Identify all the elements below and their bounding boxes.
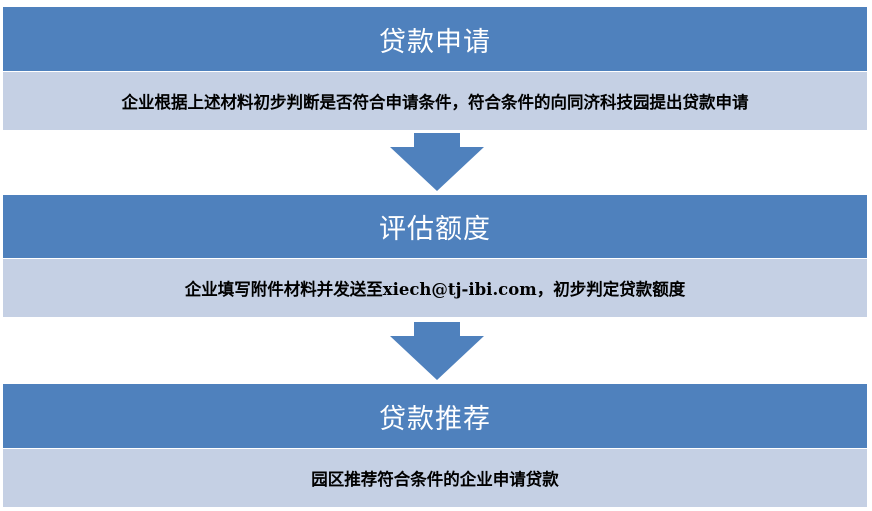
step-3-description: 园区推荐符合条件的企业申请贷款 (2, 448, 868, 508)
step-3-title: 贷款推荐 (2, 383, 868, 449)
down-arrow-icon (390, 133, 484, 191)
step-2-description: 企业填写附件材料并发送至xiech@tj-ibi.com，初步判定贷款额度 (2, 258, 868, 318)
step-1-description: 企业根据上述材料初步判断是否符合申请条件，符合条件的向同济科技园提出贷款申请 (2, 71, 868, 131)
step-1-title: 贷款申请 (2, 6, 868, 72)
down-arrow-icon (390, 322, 484, 380)
step-2-title: 评估额度 (2, 194, 868, 259)
